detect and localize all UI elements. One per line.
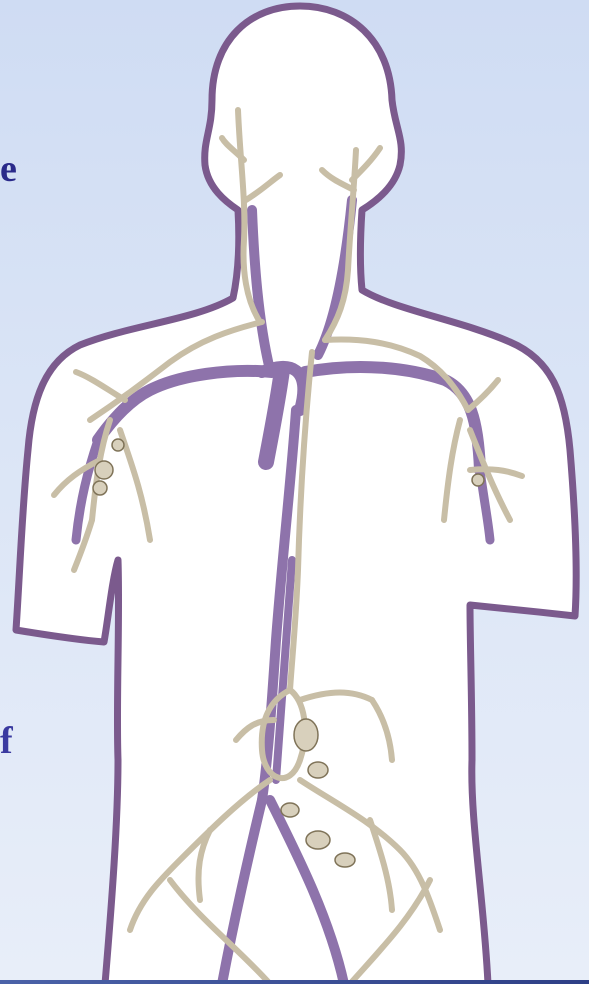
- left-axillary-node-1: [95, 461, 113, 479]
- slide-bottom-rule: [0, 980, 589, 984]
- right-axillary-node-1: [472, 474, 484, 486]
- pelvic-node-1: [281, 803, 299, 817]
- left-axillary-node-3: [112, 439, 124, 451]
- abdominal-node-1: [294, 719, 318, 751]
- abdominal-node-2: [308, 762, 328, 778]
- pelvic-node-3: [335, 853, 355, 867]
- left-axillary-node-2: [93, 481, 107, 495]
- pelvic-node-2: [306, 831, 330, 849]
